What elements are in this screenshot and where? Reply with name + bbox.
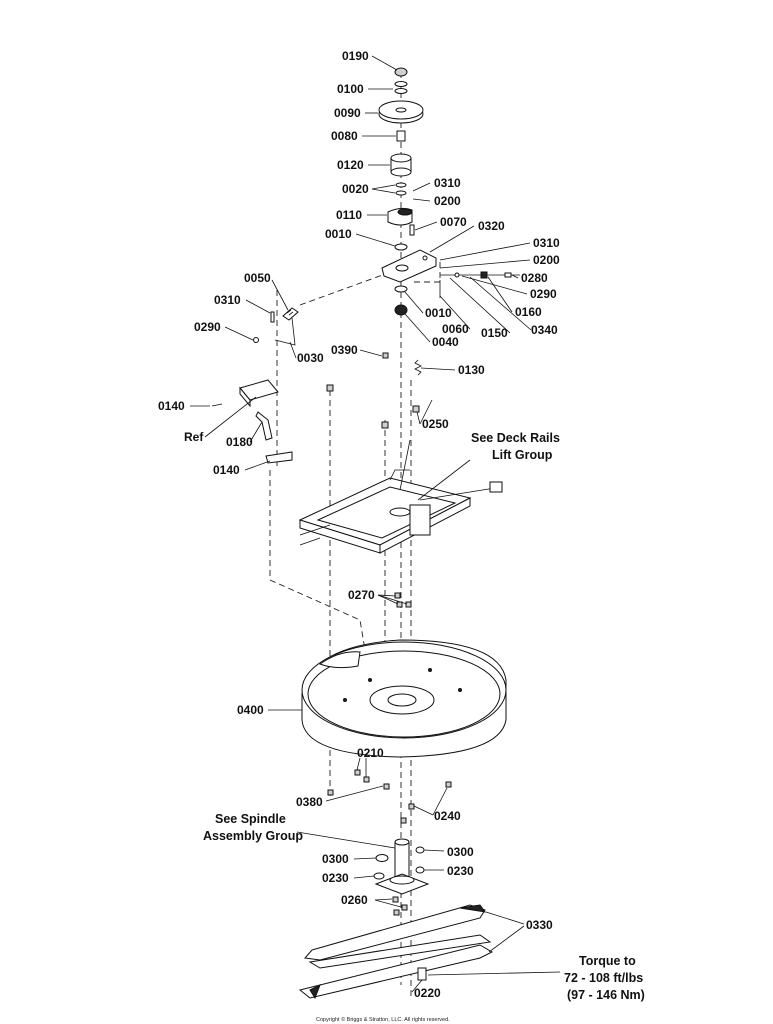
spring-0130 bbox=[414, 359, 422, 376]
bolts-0240 bbox=[400, 781, 452, 824]
label-0340: 0340 bbox=[531, 323, 558, 337]
label-0250: 0250 bbox=[422, 417, 449, 431]
bushing-0040 bbox=[394, 304, 408, 316]
label-0400: 0400 bbox=[237, 703, 264, 717]
copyright-text: Copyright © Briggs & Stratton, LLC. All … bbox=[316, 1016, 450, 1023]
label-0040: 0040 bbox=[432, 335, 459, 349]
washer-0010-bottom bbox=[394, 285, 408, 293]
label-0280: 0280 bbox=[521, 271, 548, 285]
label-0010-top: 0010 bbox=[325, 227, 352, 241]
label-0300-right: 0300 bbox=[447, 845, 474, 859]
washers-0230 bbox=[373, 866, 425, 880]
washer-0010-top bbox=[394, 243, 408, 251]
rod-0030 bbox=[274, 317, 296, 346]
label-0090: 0090 bbox=[334, 106, 361, 120]
note-torque-line1: Torque to bbox=[579, 954, 636, 968]
bracket-0140-bottom bbox=[265, 451, 293, 464]
label-0260: 0260 bbox=[341, 893, 368, 907]
label-ref: Ref bbox=[184, 430, 204, 444]
label-0030: 0030 bbox=[297, 351, 324, 365]
deck-rails-lift-assembly bbox=[298, 439, 503, 554]
label-0050: 0050 bbox=[244, 271, 271, 285]
pulley-0120 bbox=[390, 153, 412, 177]
bolts-0260 bbox=[392, 896, 408, 916]
label-0020: 0020 bbox=[342, 182, 369, 196]
cable-parts-right bbox=[439, 271, 520, 298]
label-0390: 0390 bbox=[331, 343, 358, 357]
label-0200-top: 0200 bbox=[434, 194, 461, 208]
label-0150: 0150 bbox=[481, 326, 508, 340]
bolt-0250 bbox=[381, 405, 420, 429]
label-0140-top: 0140 bbox=[158, 399, 185, 413]
idler-arm-0320 bbox=[381, 249, 437, 283]
clip-0290-left bbox=[253, 337, 259, 343]
label-0220: 0220 bbox=[414, 986, 441, 1000]
clip-0140-top bbox=[211, 403, 223, 407]
note-deck-rails-line2: Lift Group bbox=[492, 448, 553, 462]
pin-0310-left bbox=[270, 311, 275, 323]
label-0270: 0270 bbox=[348, 588, 375, 602]
lever-0180 bbox=[255, 411, 273, 441]
label-0180: 0180 bbox=[226, 435, 253, 449]
blades-0330 bbox=[298, 904, 494, 1000]
bolt-0390-left bbox=[326, 384, 334, 392]
nuts-0300 bbox=[375, 846, 425, 862]
note-spindle-line2: Assembly Group bbox=[203, 829, 303, 843]
label-0070: 0070 bbox=[440, 215, 467, 229]
label-0120: 0120 bbox=[337, 158, 364, 172]
label-0320: 0320 bbox=[478, 219, 505, 233]
label-0290-right: 0290 bbox=[530, 287, 557, 301]
note-torque-line3: (97 - 146 Nm) bbox=[567, 988, 645, 1002]
bolt-0220 bbox=[417, 967, 427, 981]
bolts-0210 bbox=[354, 769, 370, 783]
washers-0020 bbox=[395, 182, 407, 196]
label-0210: 0210 bbox=[357, 746, 384, 760]
label-0230-right: 0230 bbox=[447, 864, 474, 878]
leader-lines bbox=[190, 55, 561, 993]
label-0160: 0160 bbox=[515, 305, 542, 319]
label-0290-left: 0290 bbox=[194, 320, 221, 334]
label-0100: 0100 bbox=[337, 82, 364, 96]
deflector-dash-line bbox=[269, 470, 371, 681]
label-0380: 0380 bbox=[296, 795, 323, 809]
label-0060: 0060 bbox=[442, 322, 469, 336]
switch-box-ref bbox=[239, 379, 279, 408]
bolt-0070 bbox=[409, 224, 415, 236]
label-0190: 0190 bbox=[342, 49, 369, 63]
label-0130: 0130 bbox=[458, 363, 485, 377]
note-torque-line2: 72 - 108 ft/lbs bbox=[564, 971, 643, 985]
spacer-0080 bbox=[396, 130, 406, 142]
label-0240: 0240 bbox=[434, 809, 461, 823]
spindle-assembly bbox=[374, 838, 430, 895]
deck-0400 bbox=[301, 639, 507, 758]
label-0110: 0110 bbox=[336, 208, 362, 222]
bolt-0390 bbox=[382, 352, 389, 359]
label-0080: 0080 bbox=[331, 129, 358, 143]
label-0200-right: 0200 bbox=[533, 253, 560, 267]
label-0310-left: 0310 bbox=[214, 293, 241, 307]
washer-0100 bbox=[394, 81, 408, 94]
label-0300-left: 0300 bbox=[322, 852, 349, 866]
label-0230-left: 0230 bbox=[322, 871, 349, 885]
bolts-0380 bbox=[327, 783, 390, 796]
label-0310-right: 0310 bbox=[533, 236, 560, 250]
spring-bracket-0050 bbox=[282, 307, 299, 321]
note-deck-rails-line1: See Deck Rails bbox=[471, 431, 560, 445]
pulley-0090 bbox=[378, 100, 424, 124]
label-0140-bottom: 0140 bbox=[213, 463, 240, 477]
bolts-0270 bbox=[394, 592, 412, 608]
note-spindle-line1: See Spindle bbox=[215, 812, 286, 826]
label-0330: 0330 bbox=[526, 918, 553, 932]
belt-guide-0110 bbox=[387, 207, 413, 226]
label-0310-top: 0310 bbox=[434, 176, 461, 190]
label-0010-bottom: 0010 bbox=[425, 306, 452, 320]
nut-0190 bbox=[394, 67, 408, 77]
